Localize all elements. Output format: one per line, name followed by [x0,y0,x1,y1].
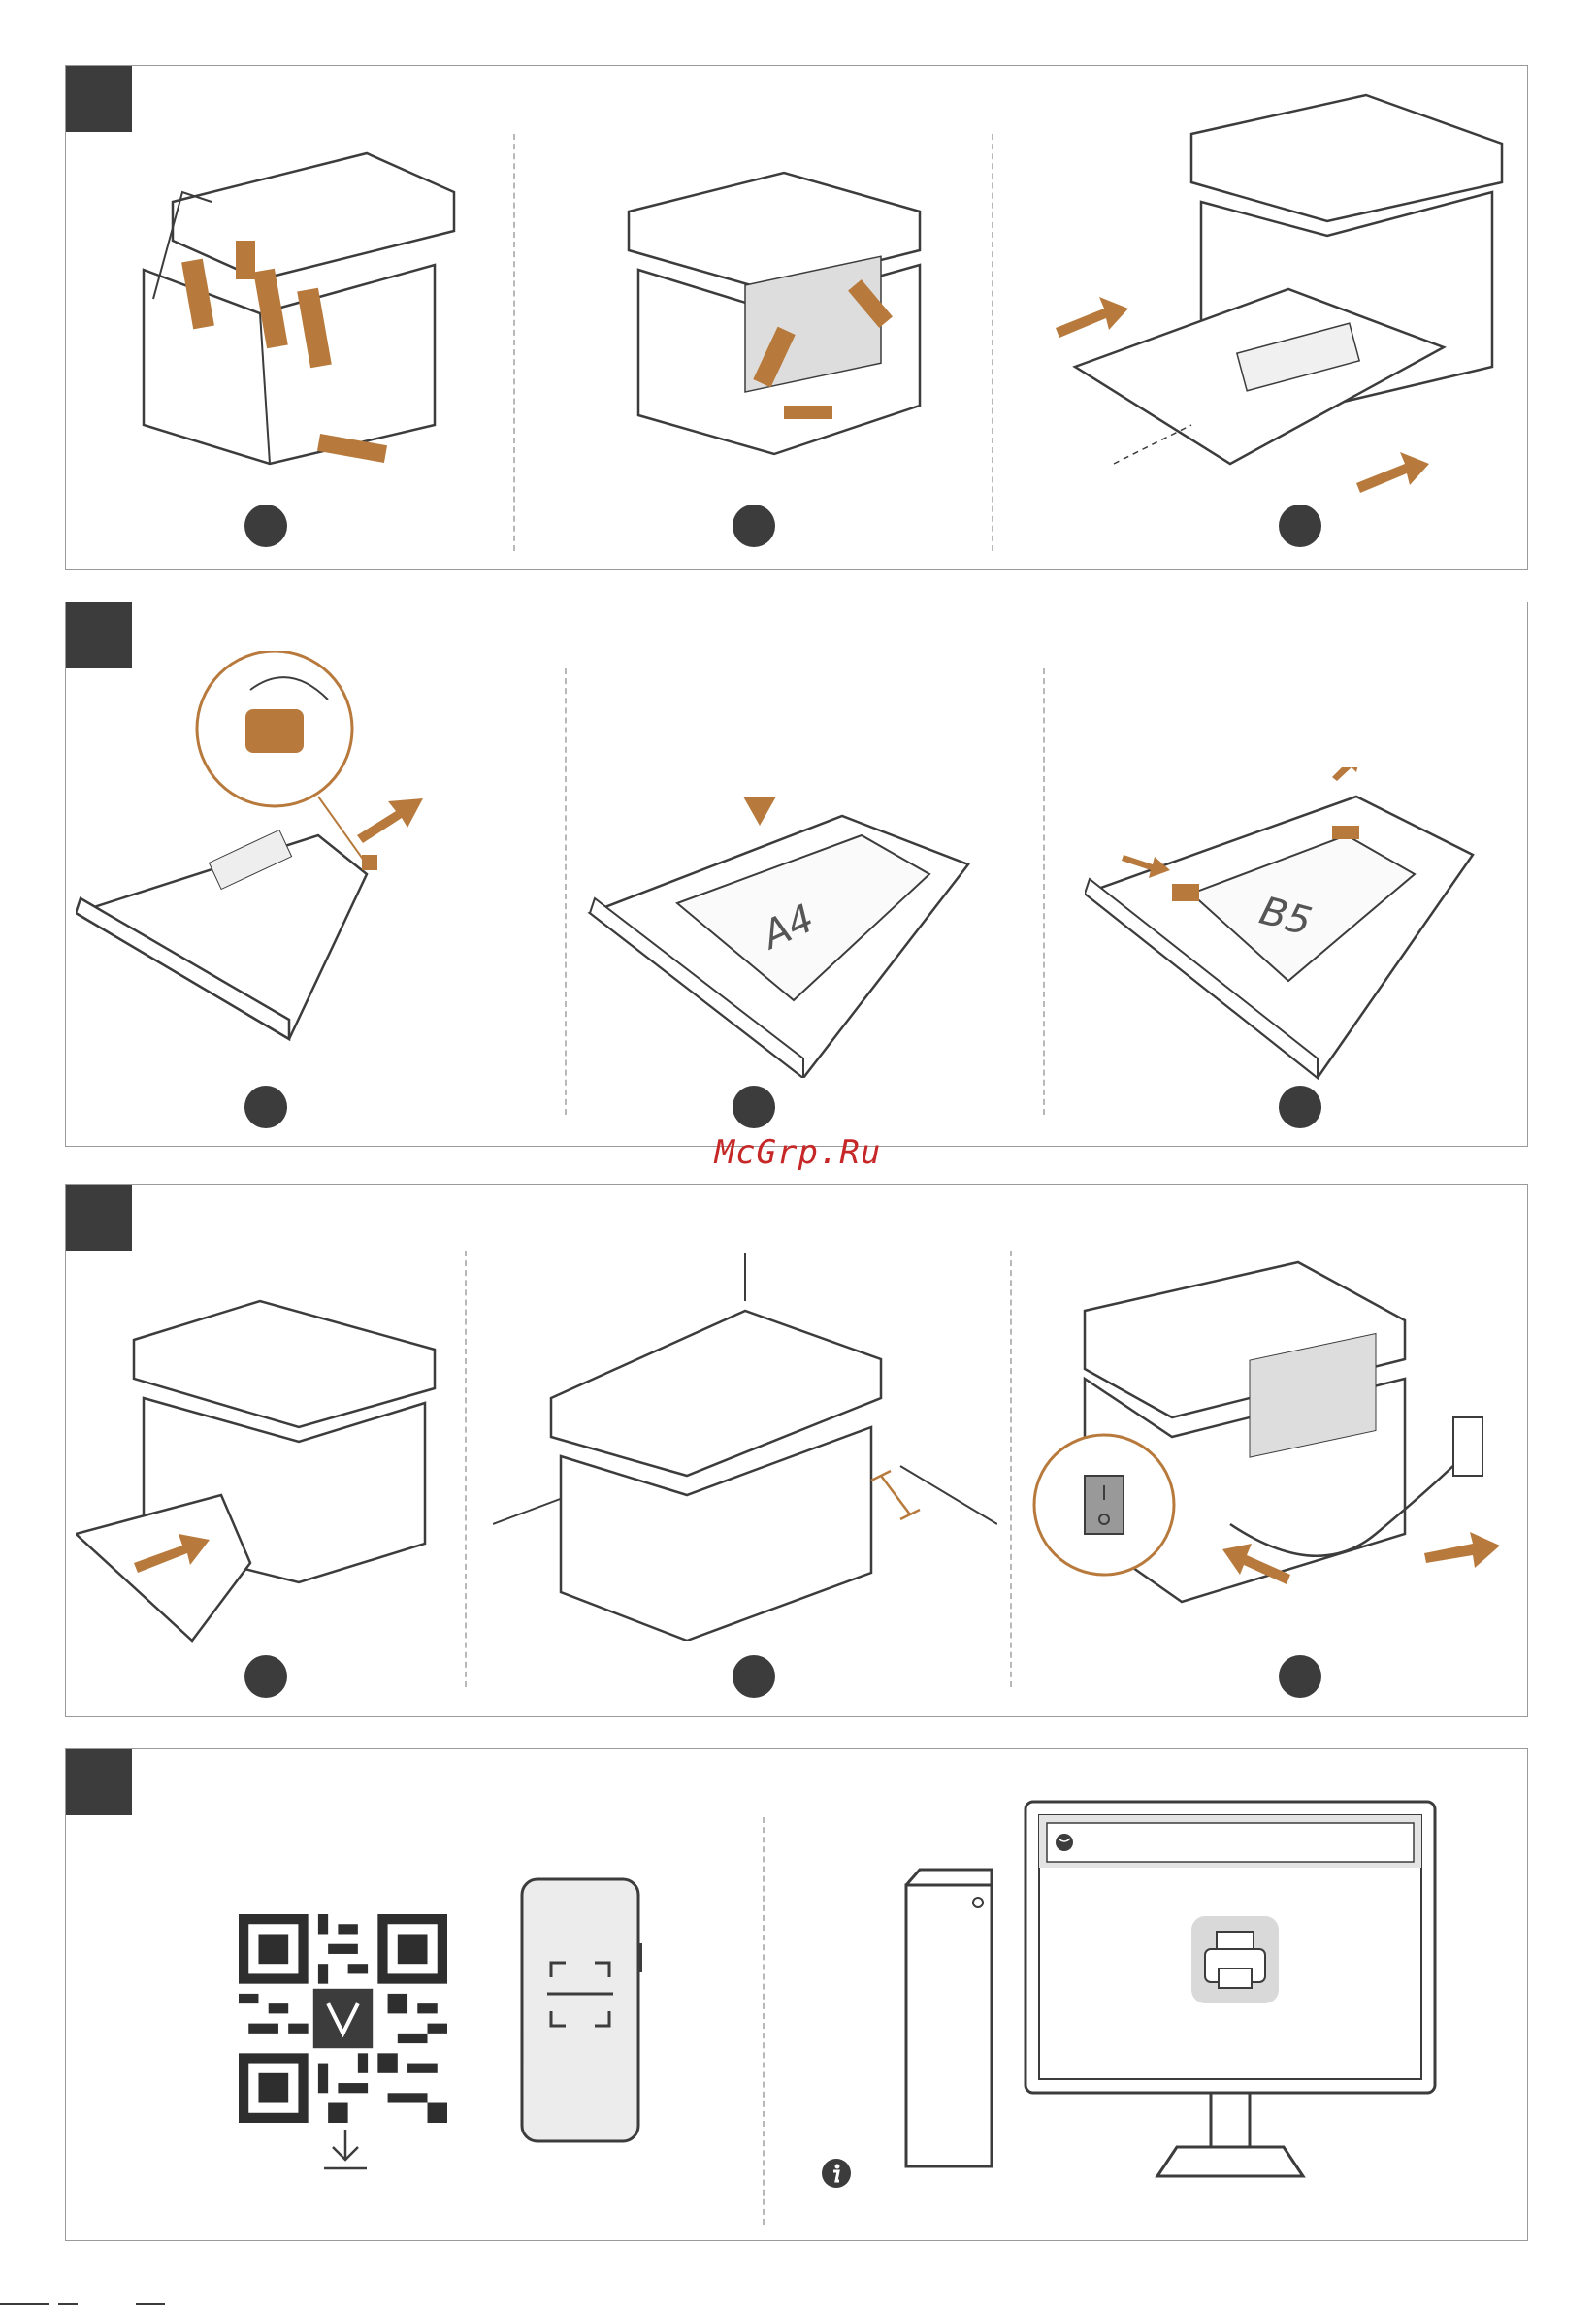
step-indicator [244,1086,287,1128]
step-tab [66,1749,132,1815]
step-section-3 [65,1184,1528,1717]
download-icon [321,2128,370,2171]
pull-tray-illustration [1036,76,1521,503]
pc-tower-illustration [900,1866,997,2176]
connect-power-illustration [1026,1214,1521,1621]
panel-divider [1010,1251,1012,1687]
step-indicator [733,1086,775,1128]
step-section-1 [65,65,1528,570]
step-indicator [1279,505,1321,547]
monitor-illustration [1022,1798,1439,2186]
panel-divider [763,1817,765,2225]
power-switch-icon [1085,1476,1124,1534]
watermark: McGrp.Ru [0,1133,1596,1172]
step-indicator [244,505,287,547]
step-section-2: A4 B5 [65,602,1528,1147]
globe-icon [1056,1834,1073,1851]
step-indicator [733,1655,775,1698]
step-indicator [244,1655,287,1698]
printer-icon [1191,1916,1279,2003]
extend-tray-illustration [76,651,561,1078]
panel-divider [565,668,567,1115]
qr-code-icon [239,1914,447,2123]
step-indicator [1279,1086,1321,1128]
insert-tray-illustration [76,1243,464,1650]
printer-front-tape-illustration [95,105,503,493]
printer-rear-tape-illustration [590,105,997,493]
info-icon [820,2157,853,2190]
load-paper-a4-illustration: A4 [580,797,1026,1078]
step-indicator [1279,1655,1321,1698]
adjust-guides-b5-illustration: B5 [1085,767,1512,1088]
step-indicator [733,505,775,547]
step-tab [66,1185,132,1251]
step-section-4 [65,1748,1528,2241]
phone-illustration [518,1875,644,2147]
panel-divider [465,1251,467,1687]
footer-mark [0,2301,175,2311]
panel-divider [1043,668,1045,1115]
panel-divider [513,134,515,551]
printer-clearance-illustration [493,1253,997,1641]
